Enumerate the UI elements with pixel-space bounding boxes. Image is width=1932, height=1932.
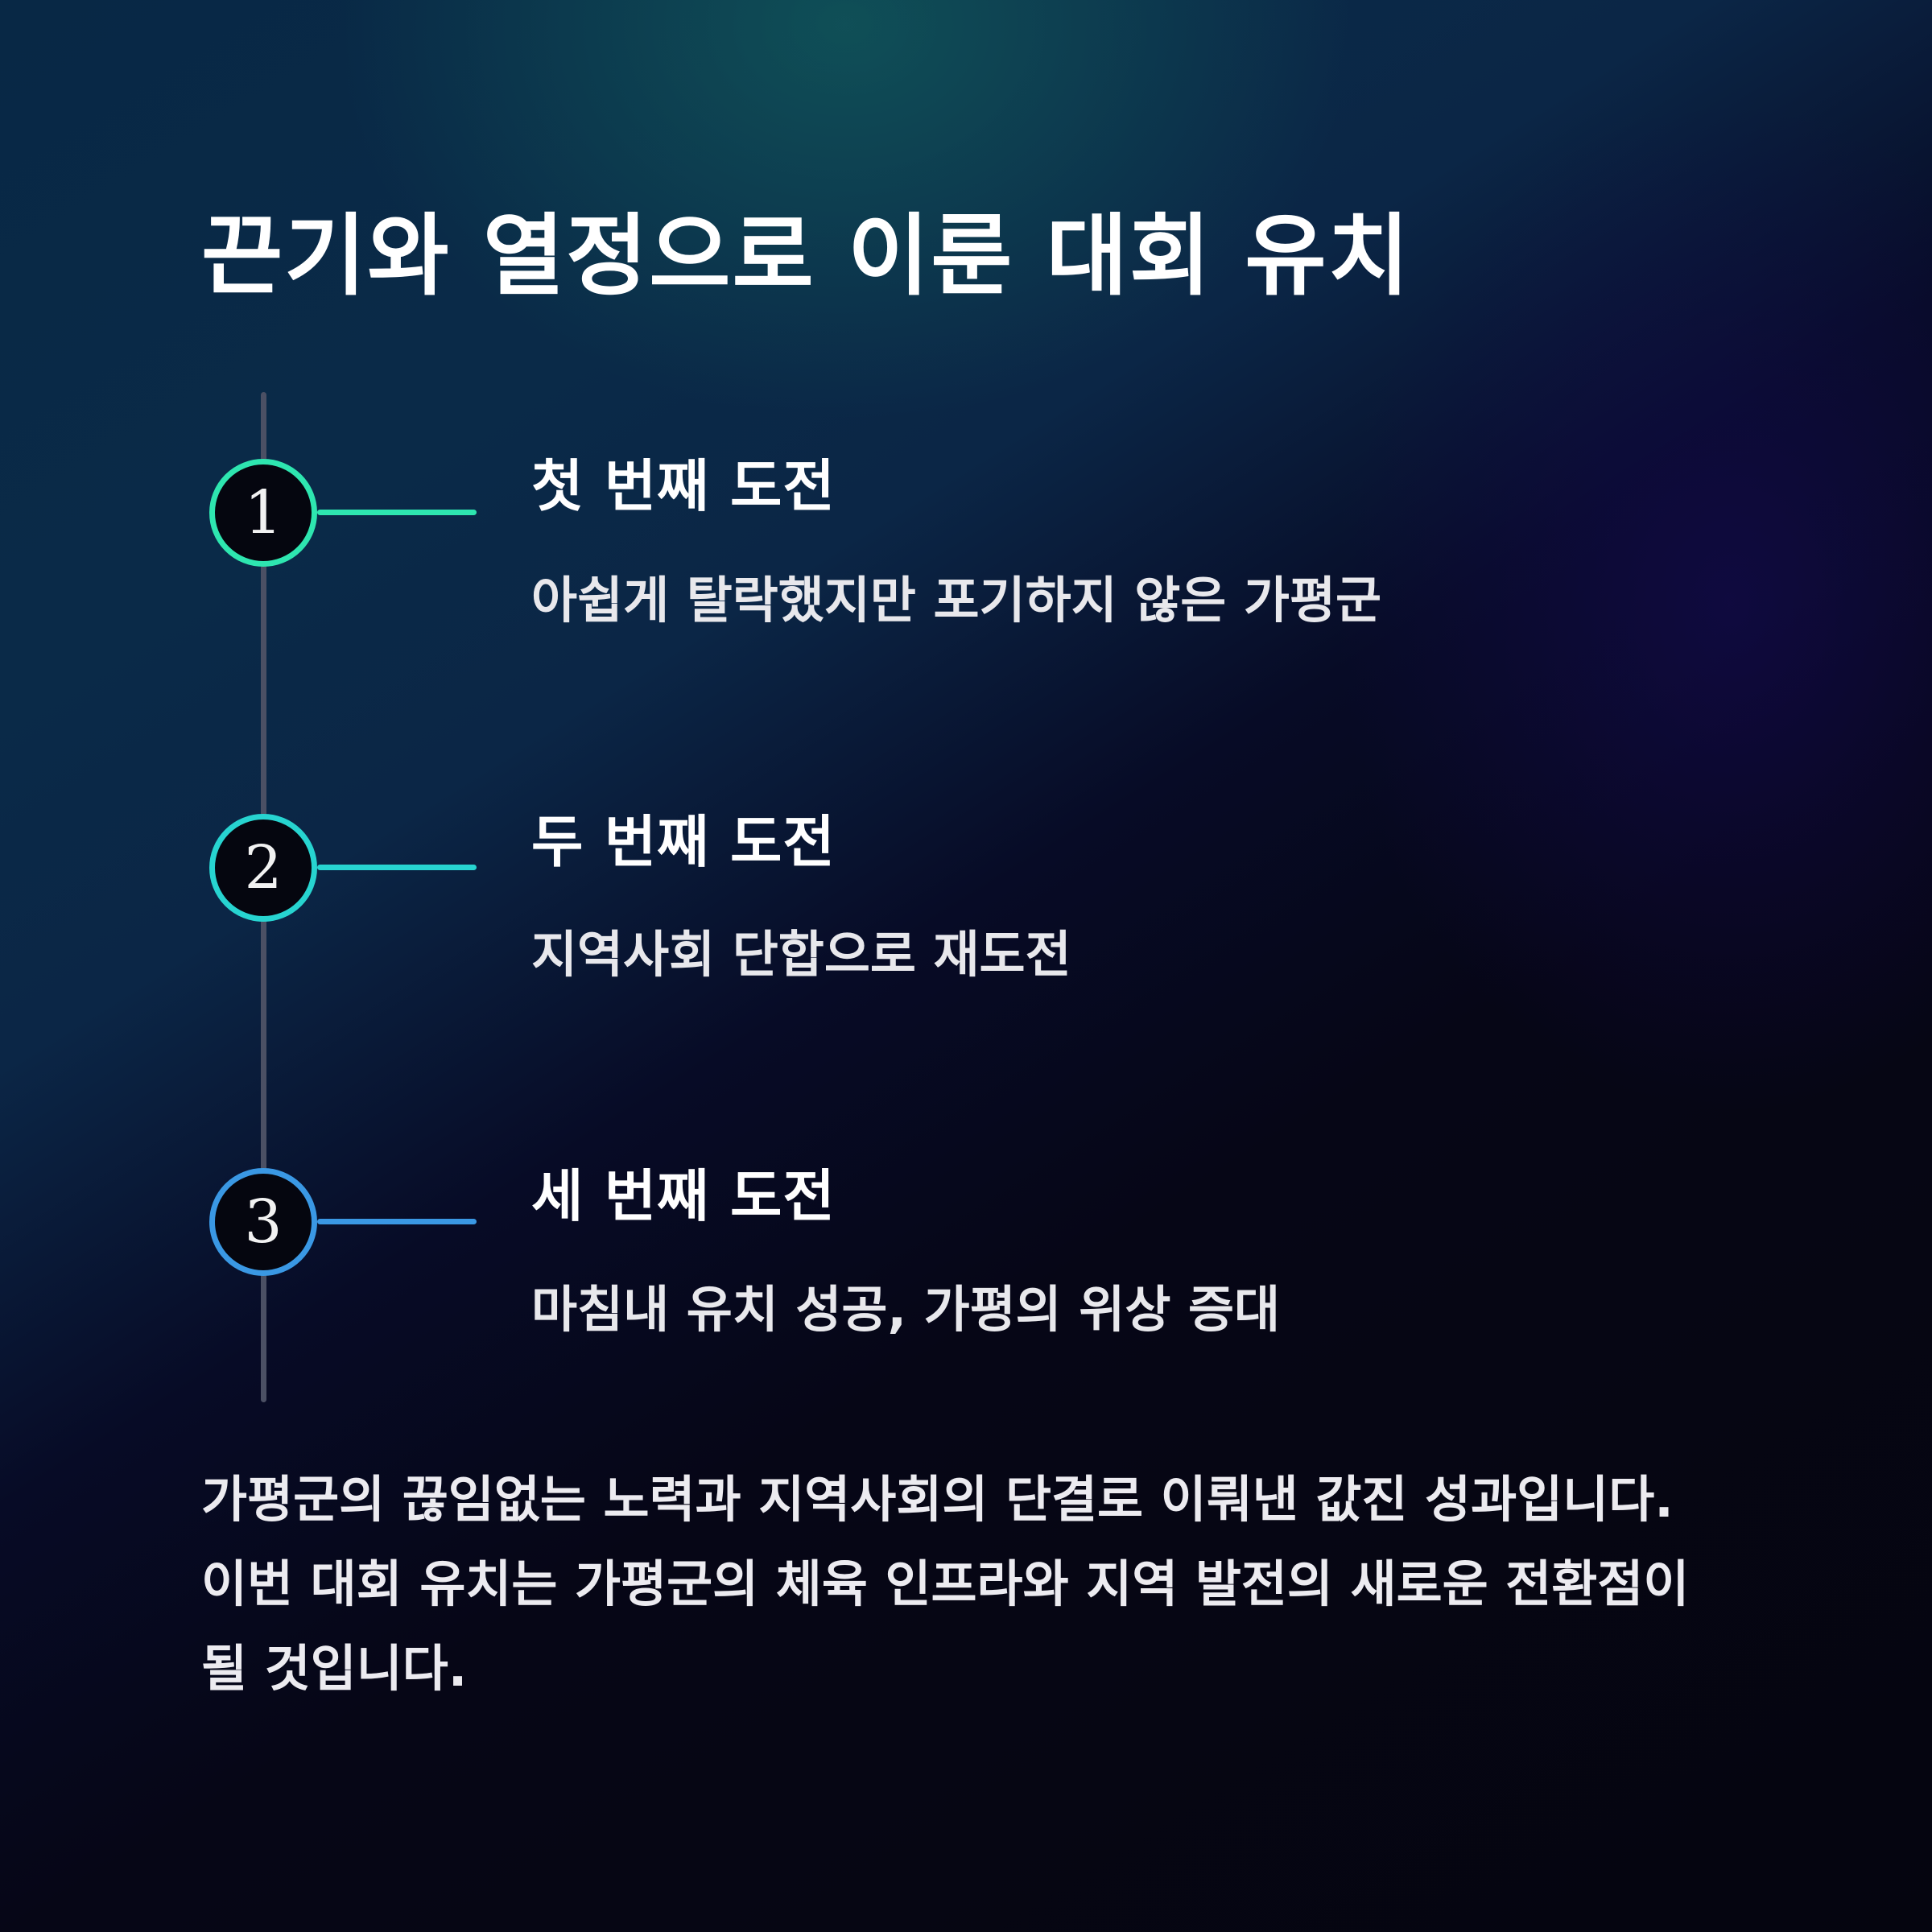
step-connector-3 (317, 1219, 477, 1224)
step-number-circle-2: 2 (209, 814, 317, 922)
step-title-1: 첫 번째 도전 (531, 453, 836, 519)
summary-paragraph: 가평군의 끊임없는 노력과 지역사회의 단결로 이뤄낸 값진 성과입니다. 이번… (201, 1470, 1690, 1698)
step-number-circle-3: 3 (209, 1168, 317, 1276)
step-description-1: 아쉽게 탈락했지만 포기하지 않은 가평군 (531, 571, 1382, 630)
step-connector-2 (317, 865, 477, 870)
step-connector-1 (317, 510, 477, 515)
step-title-2: 두 번째 도전 (531, 809, 836, 875)
step-title-3: 세 번째 도전 (531, 1163, 836, 1229)
step-number-circle-1: 1 (209, 459, 317, 567)
page-title: 끈기와 열정으로 이룬 대회 유치 (201, 204, 1411, 308)
step-description-3: 마침내 유치 성공, 가평의 위상 증대 (531, 1280, 1281, 1339)
step-description-2: 지역사회 단합으로 재도전 (531, 925, 1071, 984)
